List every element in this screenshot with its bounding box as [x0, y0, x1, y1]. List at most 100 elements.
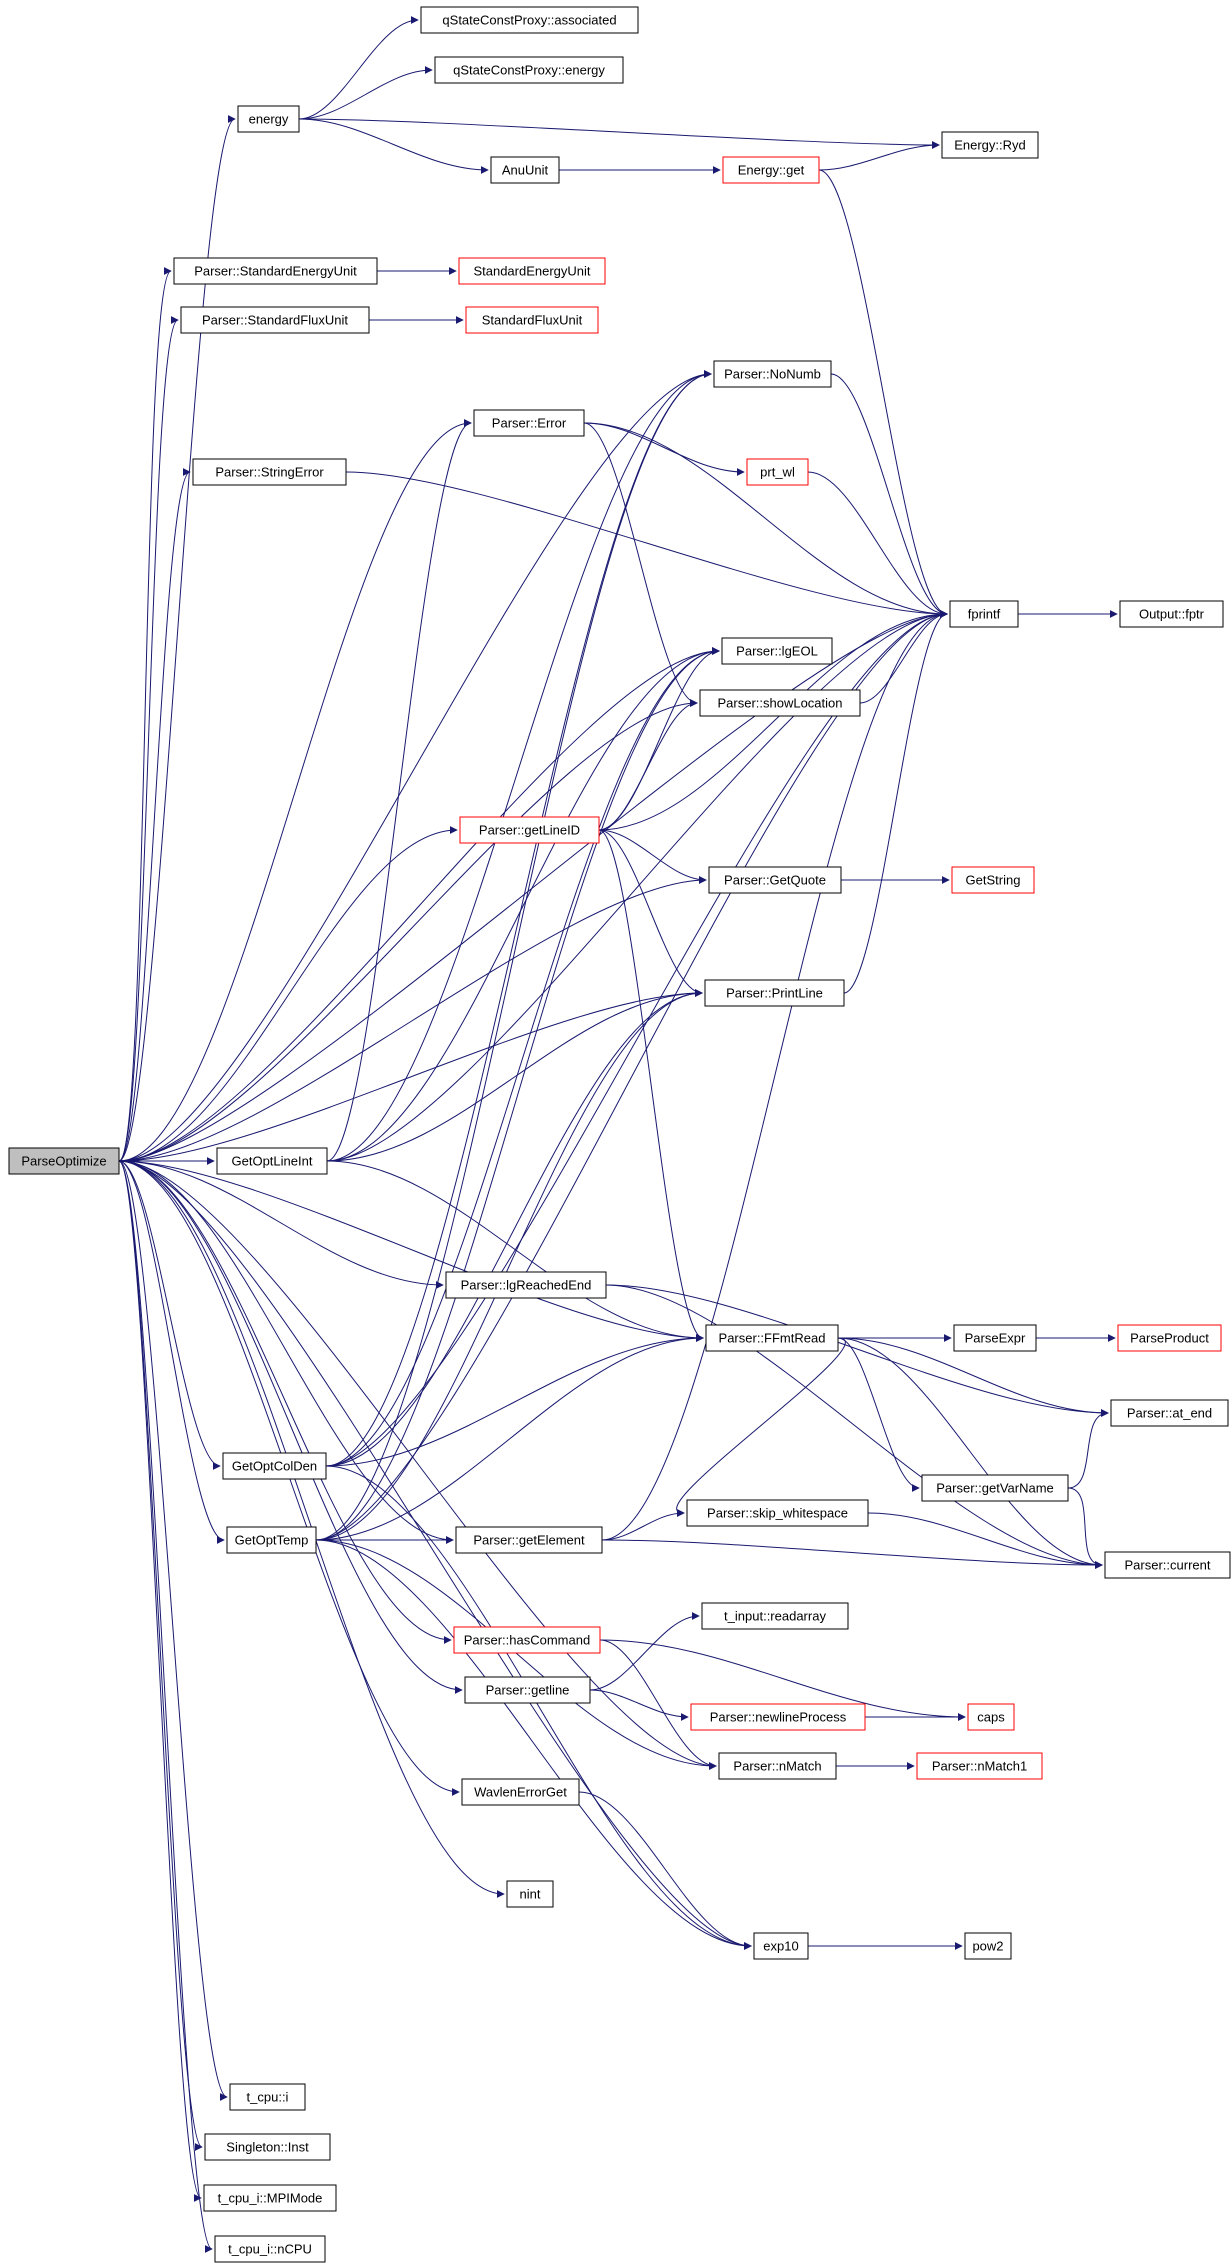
node-getLineID[interactable]: Parser::getLineID [459, 816, 600, 844]
node-qassoc[interactable]: qStateConstProxy::associated [420, 6, 639, 34]
node-box-cpuI[interactable] [229, 2083, 306, 2111]
node-box-energy[interactable] [237, 105, 300, 133]
node-cpuI[interactable]: t_cpu::i [229, 2083, 306, 2111]
node-box-stdFluxUnit[interactable] [465, 306, 599, 334]
node-box-getLineID[interactable] [459, 816, 600, 844]
node-pow2[interactable]: pow2 [964, 1932, 1012, 1960]
node-newlineProcess[interactable]: Parser::newlineProcess [690, 1703, 866, 1731]
node-wavlenErrorGet[interactable]: WavlenErrorGet [461, 1778, 580, 1806]
node-parseOptimize[interactable]: ParseOptimize [8, 1147, 120, 1175]
node-getOptLineInt[interactable]: GetOptLineInt [216, 1147, 328, 1175]
node-printLine[interactable]: Parser::PrintLine [704, 979, 845, 1007]
node-outputFptr[interactable]: Output::fptr [1119, 600, 1224, 628]
node-box-parseOptimize[interactable] [8, 1147, 120, 1175]
node-box-pStdEnergyUnit[interactable] [173, 257, 378, 285]
node-box-hasCommand[interactable] [453, 1626, 601, 1654]
node-box-printLine[interactable] [704, 979, 845, 1007]
node-readarray[interactable]: t_input::readarray [701, 1602, 849, 1630]
node-stringError[interactable]: Parser::StringError [192, 458, 347, 486]
node-hasCommand[interactable]: Parser::hasCommand [453, 1626, 601, 1654]
node-box-lgReachedEnd[interactable] [445, 1271, 607, 1299]
node-prtWl[interactable]: prt_wl [746, 458, 809, 486]
node-box-nCPU[interactable] [214, 2235, 326, 2263]
node-nCPU[interactable]: t_cpu_i::nCPU [214, 2235, 326, 2263]
node-box-caps[interactable] [967, 1703, 1015, 1731]
node-error[interactable]: Parser::Error [473, 409, 585, 437]
node-box-energyRyd[interactable] [941, 131, 1039, 159]
node-box-getOptTemp[interactable] [226, 1526, 317, 1554]
node-box-qenergy[interactable] [434, 56, 624, 84]
node-pStdFluxUnit[interactable]: Parser::StandardFluxUnit [180, 306, 370, 334]
node-box-lgEOL[interactable] [721, 637, 833, 665]
node-box-showLocation[interactable] [699, 689, 861, 717]
node-ffmtRead[interactable]: Parser::FFmtRead [705, 1324, 839, 1352]
node-box-noNumb[interactable] [713, 360, 832, 388]
node-box-pow2[interactable] [964, 1932, 1012, 1960]
node-box-exp10[interactable] [753, 1932, 809, 1960]
node-atEnd[interactable]: Parser::at_end [1110, 1399, 1229, 1427]
node-nMatch[interactable]: Parser::nMatch [718, 1752, 837, 1780]
node-box-skipWhitespace[interactable] [686, 1499, 869, 1527]
node-lgReachedEnd[interactable]: Parser::lgReachedEnd [445, 1271, 607, 1299]
node-box-mpiMode[interactable] [203, 2184, 337, 2212]
node-noNumb[interactable]: Parser::NoNumb [713, 360, 832, 388]
node-lgEOL[interactable]: Parser::lgEOL [721, 637, 833, 665]
node-box-nint[interactable] [506, 1880, 554, 1908]
node-fprintf[interactable]: fprintf [949, 600, 1019, 628]
node-box-parseProduct[interactable] [1117, 1324, 1222, 1352]
node-box-getline[interactable] [464, 1676, 591, 1704]
node-box-current[interactable] [1104, 1551, 1231, 1579]
node-box-atEnd[interactable] [1110, 1399, 1229, 1427]
node-box-pStdFluxUnit[interactable] [180, 306, 370, 334]
node-box-getVarName[interactable] [921, 1474, 1069, 1502]
node-box-anuUnit[interactable] [490, 156, 560, 184]
node-box-ffmtRead[interactable] [705, 1324, 839, 1352]
node-box-readarray[interactable] [701, 1602, 849, 1630]
node-stdFluxUnit[interactable]: StandardFluxUnit [465, 306, 599, 334]
node-getString[interactable]: GetString [951, 866, 1035, 894]
node-energy[interactable]: energy [237, 105, 300, 133]
node-box-nMatch[interactable] [718, 1752, 837, 1780]
node-energyRyd[interactable]: Energy::Ryd [941, 131, 1039, 159]
node-box-stringError[interactable] [192, 458, 347, 486]
node-box-wavlenErrorGet[interactable] [461, 1778, 580, 1806]
node-singletonInst[interactable]: Singleton::Inst [204, 2133, 331, 2161]
node-getOptTemp[interactable]: GetOptTemp [226, 1526, 317, 1554]
node-box-getString[interactable] [951, 866, 1035, 894]
node-box-parseExpr[interactable] [953, 1324, 1037, 1352]
node-box-singletonInst[interactable] [204, 2133, 331, 2161]
node-pStdEnergyUnit[interactable]: Parser::StandardEnergyUnit [173, 257, 378, 285]
node-box-newlineProcess[interactable] [690, 1703, 866, 1731]
node-box-qassoc[interactable] [420, 6, 639, 34]
node-getVarName[interactable]: Parser::getVarName [921, 1474, 1069, 1502]
node-getQuote[interactable]: Parser::GetQuote [708, 866, 842, 894]
node-nMatch1[interactable]: Parser::nMatch1 [916, 1752, 1043, 1780]
node-box-stdEnergyUnit[interactable] [458, 257, 606, 285]
node-getOptColDen[interactable]: GetOptColDen [222, 1452, 327, 1480]
node-box-energyGet[interactable] [722, 156, 820, 184]
node-box-outputFptr[interactable] [1119, 600, 1224, 628]
node-box-nMatch1[interactable] [916, 1752, 1043, 1780]
node-getElement[interactable]: Parser::getElement [455, 1526, 603, 1554]
node-skipWhitespace[interactable]: Parser::skip_whitespace [686, 1499, 869, 1527]
node-box-getOptColDen[interactable] [222, 1452, 327, 1480]
node-qenergy[interactable]: qStateConstProxy::energy [434, 56, 624, 84]
node-exp10[interactable]: exp10 [753, 1932, 809, 1960]
node-mpiMode[interactable]: t_cpu_i::MPIMode [203, 2184, 337, 2212]
node-parseExpr[interactable]: ParseExpr [953, 1324, 1037, 1352]
node-showLocation[interactable]: Parser::showLocation [699, 689, 861, 717]
node-caps[interactable]: caps [967, 1703, 1015, 1731]
node-getline[interactable]: Parser::getline [464, 1676, 591, 1704]
node-energyGet[interactable]: Energy::get [722, 156, 820, 184]
node-box-getOptLineInt[interactable] [216, 1147, 328, 1175]
node-box-error[interactable] [473, 409, 585, 437]
node-current[interactable]: Parser::current [1104, 1551, 1231, 1579]
node-stdEnergyUnit[interactable]: StandardEnergyUnit [458, 257, 606, 285]
node-box-getQuote[interactable] [708, 866, 842, 894]
node-box-prtWl[interactable] [746, 458, 809, 486]
node-box-getElement[interactable] [455, 1526, 603, 1554]
node-anuUnit[interactable]: AnuUnit [490, 156, 560, 184]
node-parseProduct[interactable]: ParseProduct [1117, 1324, 1222, 1352]
node-nint[interactable]: nint [506, 1880, 554, 1908]
node-box-fprintf[interactable] [949, 600, 1019, 628]
